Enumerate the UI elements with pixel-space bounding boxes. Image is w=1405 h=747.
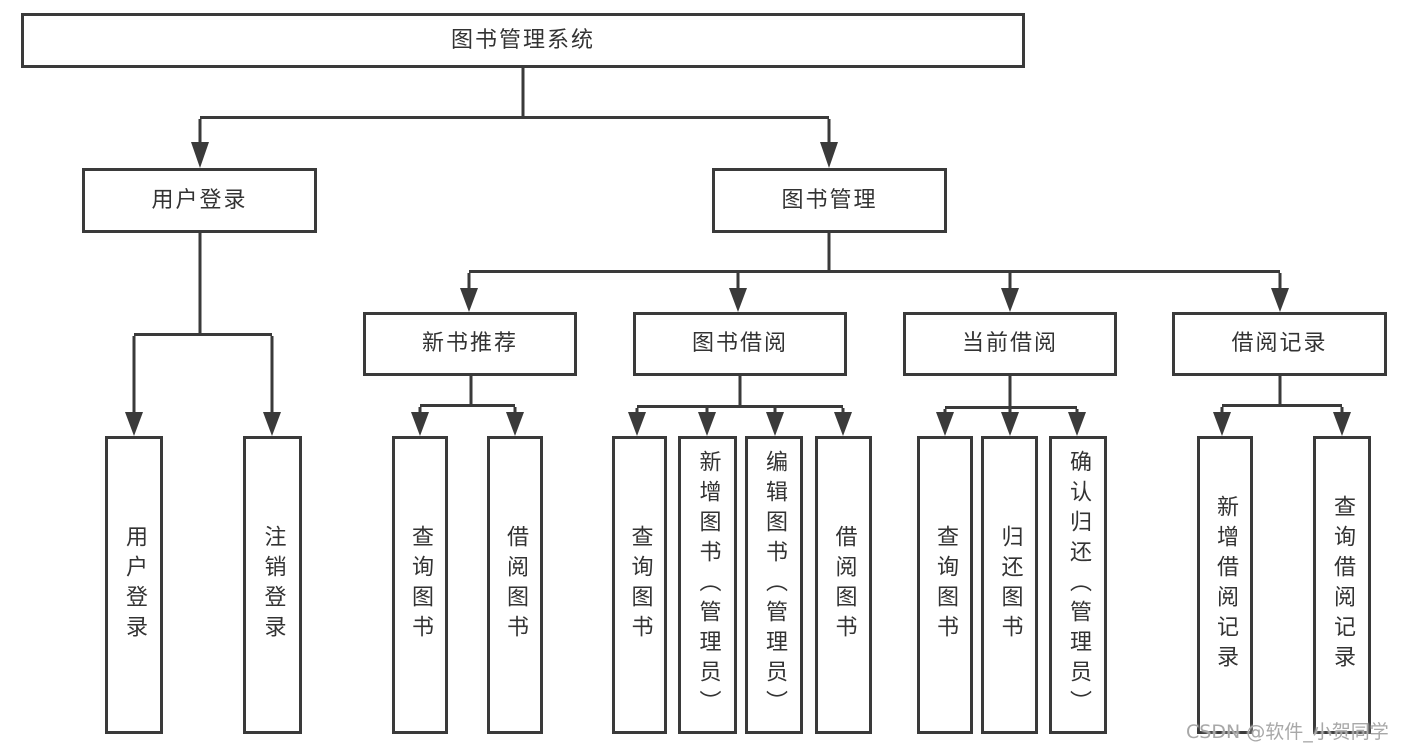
leaf-query-books-1: 查询图书 [392, 436, 448, 734]
node-label: 图书管理系统 [450, 27, 595, 53]
leaf-label: 查询图书 [627, 525, 653, 645]
watermark: CSDN @软件_小贺同学 [1186, 721, 1389, 743]
leaf-confirm-return-admin: 确认归还（管理员） [1049, 436, 1107, 734]
node-current-borrow: 当前借阅 [903, 312, 1117, 376]
node-new-book-recommend: 新书推荐 [363, 312, 577, 376]
node-label: 用户登录 [151, 187, 248, 213]
leaf-add-book-admin: 新增图书（管理员） [678, 436, 737, 734]
leaf-return-book: 归还图书 [981, 436, 1038, 734]
node-borrow-records: 借阅记录 [1172, 312, 1387, 376]
leaf-label: 借阅图书 [831, 525, 857, 645]
leaf-edit-book-admin: 编辑图书（管理员） [745, 436, 803, 734]
leaf-label: 注销登录 [260, 525, 286, 645]
node-label: 当前借阅 [961, 331, 1058, 356]
leaf-borrow-books-2: 借阅图书 [815, 436, 872, 734]
leaf-label: 借阅图书 [503, 525, 528, 645]
node-user-login: 用户登录 [82, 168, 317, 233]
leaf-label: 编辑图书（管理员） [762, 450, 787, 720]
node-library-system: 图书管理系统 [21, 13, 1025, 68]
leaf-add-borrow-record: 新增借阅记录 [1197, 436, 1253, 734]
leaf-label: 查询借阅记录 [1330, 495, 1355, 675]
leaf-query-books-2: 查询图书 [612, 436, 667, 734]
leaf-logout: 注销登录 [243, 436, 302, 734]
leaf-query-books-3: 查询图书 [917, 436, 973, 734]
node-book-borrow: 图书借阅 [633, 312, 847, 376]
leaf-user-login: 用户登录 [105, 436, 163, 734]
leaf-query-borrow-record: 查询借阅记录 [1313, 436, 1371, 734]
leaf-label: 用户登录 [122, 525, 147, 645]
leaf-borrow-books-1: 借阅图书 [487, 436, 543, 734]
leaf-label: 查询图书 [933, 525, 958, 645]
node-book-management: 图书管理 [712, 168, 947, 233]
arrowheads [125, 142, 1351, 436]
node-label: 借阅记录 [1231, 331, 1328, 356]
leaf-label: 新增图书（管理员） [695, 450, 721, 720]
node-label: 新书推荐 [421, 331, 518, 356]
node-label: 图书借阅 [691, 331, 788, 356]
leaf-label: 新增借阅记录 [1213, 495, 1238, 675]
leaf-label: 归还图书 [997, 525, 1023, 645]
node-label: 图书管理 [781, 187, 878, 213]
leaf-label: 查询图书 [408, 525, 433, 645]
leaf-label: 确认归还（管理员） [1066, 450, 1091, 720]
